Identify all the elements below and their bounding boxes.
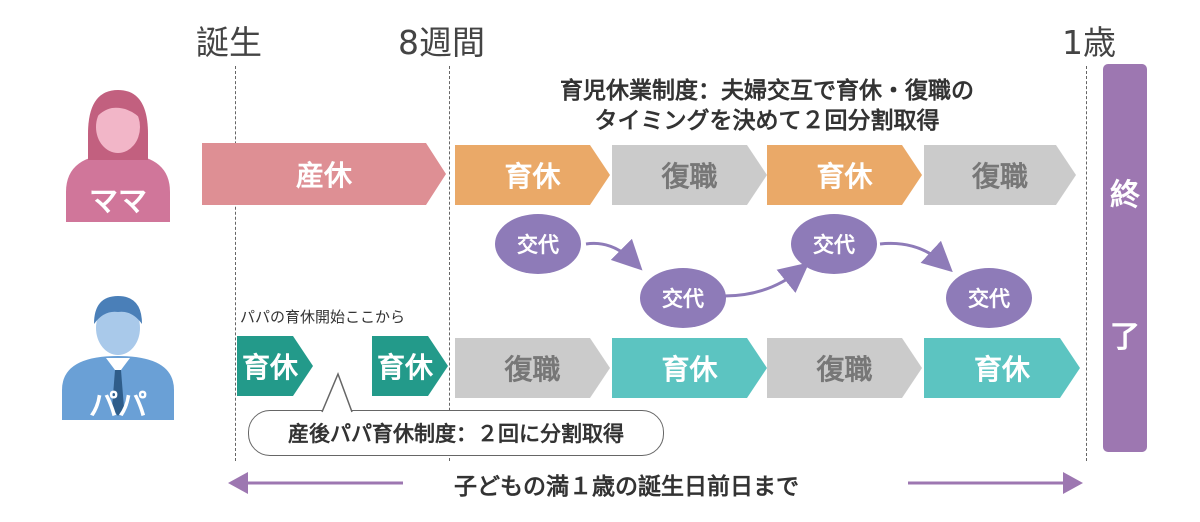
- papa-callout: 産後パパ育休制度：２回に分割取得: [248, 410, 664, 456]
- one-year-line: [1086, 66, 1087, 461]
- maternity-leave-label: 産休: [295, 159, 352, 192]
- swap-circle-3: 交代: [791, 214, 877, 274]
- end-char-1: 終: [1110, 178, 1140, 213]
- mama-leave-arrow-1: 育休: [455, 145, 610, 205]
- papa-early-leave-arrow-2: 育休: [372, 336, 448, 396]
- mama-return-arrow-2: 復職: [924, 145, 1076, 205]
- birth-line: [235, 66, 236, 461]
- one-year-label: 1歳: [1062, 23, 1116, 62]
- mama-note-line2: タイミングを決めて２回分割取得: [594, 108, 940, 134]
- mama-return-label-2: 復職: [971, 160, 1028, 193]
- maternity-leave-arrow: 産休: [202, 143, 446, 205]
- papa-leave-label-1: 育休: [661, 353, 718, 386]
- bottom-right-arrow: [908, 472, 1083, 494]
- mama-return-arrow-1: 復職: [612, 145, 767, 205]
- papa-return-arrow-2: 復職: [767, 338, 922, 398]
- swap-circle-1: 交代: [495, 214, 581, 274]
- mama-note-line1: 育児休業制度：夫婦交互で育休・復職の: [560, 78, 974, 104]
- papa-early-leave-label-2: 育休: [376, 351, 433, 384]
- bottom-left-arrow: [228, 472, 403, 494]
- mama-return-label-1: 復職: [661, 160, 718, 193]
- swap-circle-2: 交代: [640, 268, 726, 328]
- papa-return-label-2: 復職: [816, 353, 873, 386]
- mama-leave-arrow-2: 育休: [767, 145, 922, 205]
- mama-leave-label-2: 育休: [816, 160, 873, 193]
- mama-note: 育児休業制度：夫婦交互で育休・復職の タイミングを決めて２回分割取得: [452, 76, 1082, 136]
- eight-weeks-line: [449, 66, 450, 461]
- papa-return-arrow-1: 復職: [455, 338, 610, 398]
- papa-leave-arrow-2: 育休: [924, 338, 1080, 398]
- end-bar: [1103, 64, 1147, 452]
- papa-leave-label-2: 育休: [973, 353, 1030, 386]
- papa-label: パパ: [88, 388, 147, 422]
- eight-weeks-label: 8週間: [398, 23, 485, 62]
- birth-label: 誕生: [196, 23, 262, 62]
- papa-return-label-1: 復職: [504, 353, 561, 386]
- papa-early-leave-label-1: 育休: [241, 351, 298, 384]
- papa-early-leave-arrow-1: 育休: [237, 336, 313, 396]
- papa-start-note: パパの育休開始ここから: [240, 308, 406, 326]
- swap-circle-4: 交代: [946, 268, 1032, 328]
- mama-leave-label-1: 育休: [504, 160, 561, 193]
- end-char-2: 了: [1110, 320, 1140, 355]
- mama-icon: [62, 82, 174, 222]
- papa-icon: [60, 290, 176, 420]
- callout-pointer: [321, 371, 353, 414]
- bottom-range-text: 子どもの満１歳の誕生日前日まで: [454, 474, 799, 500]
- papa-leave-arrow-1: 育休: [612, 338, 767, 398]
- mama-label: ママ: [88, 184, 147, 218]
